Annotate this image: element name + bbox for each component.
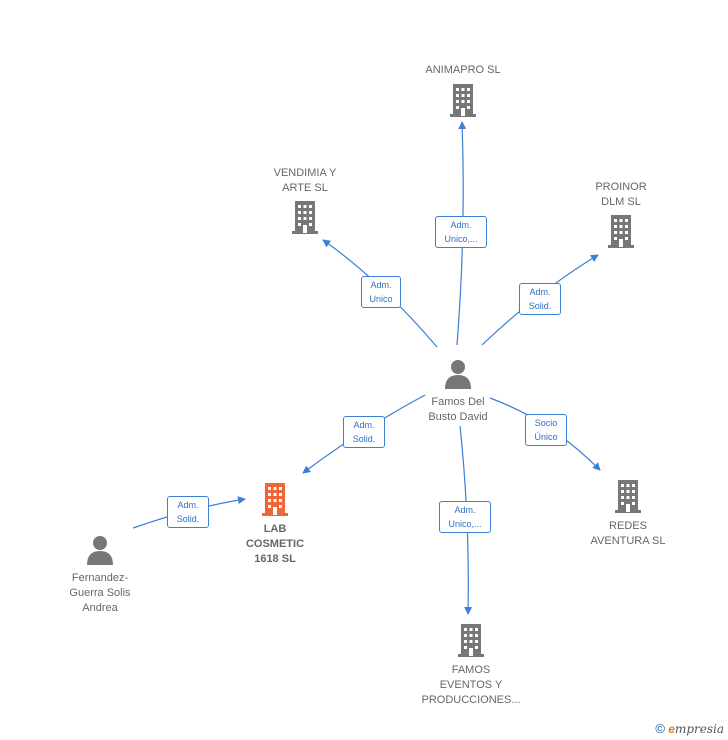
edge-label-to-vendimia[interactable]: Adm. Unico — [361, 276, 401, 308]
edge-label-to-animapro[interactable]: Adm. Unico,... — [435, 216, 487, 248]
node-famos-david[interactable]: Famos Del Busto David — [405, 356, 511, 425]
node-proinor-label-2: DLM SL — [601, 196, 641, 208]
edge-label-line-1: Adm. — [353, 420, 375, 430]
edge-label-line-2: Unico,... — [444, 234, 478, 244]
footer-brand: © empresia — [655, 721, 724, 736]
edge-label-line-1: Adm. — [450, 220, 472, 230]
node-redes-label-2: AVENTURA SL — [590, 535, 666, 547]
edge-label-line-2: Unico — [369, 294, 393, 304]
edge-label-line-1: Adm. — [177, 500, 199, 510]
person-icon — [87, 536, 113, 565]
brand-logo-initial: e — [668, 722, 675, 736]
node-redes-label-1: REDES — [609, 520, 647, 532]
building-icon — [262, 483, 288, 516]
node-vendimia-label-1: VENDIMIA Y — [273, 167, 337, 179]
node-fernandez-label-3: Andrea — [82, 602, 118, 614]
building-icon — [608, 215, 634, 248]
node-redes[interactable]: REDES AVENTURA SL — [576, 478, 680, 549]
edge-label-to-lab[interactable]: Adm. Solid. — [343, 416, 385, 448]
person-icon — [445, 360, 471, 389]
edge-label-line-2: Solid. — [176, 514, 200, 524]
node-fernandez-label-1: Fernandez- — [71, 572, 129, 584]
node-fernandez[interactable]: Fernandez- Guerra Solis Andrea — [50, 532, 150, 616]
node-famos-david-label-2: Busto David — [428, 411, 488, 423]
edge-label-fernandez-to-lab[interactable]: Adm. Solid. — [167, 496, 209, 528]
edge-label-line-1: Socio — [534, 418, 558, 428]
node-fernandez-label-2: Guerra Solis — [69, 587, 131, 599]
building-icon — [458, 624, 484, 657]
node-proinor[interactable]: PROINOR DLM SL — [571, 180, 671, 254]
edge-label-line-2: Solid. — [352, 434, 376, 444]
node-proinor-label-1: PROINOR — [595, 181, 647, 193]
edge-label-to-eventos[interactable]: Adm. Unico,... — [439, 501, 491, 533]
edge-label-line-2: Solid. — [528, 301, 552, 311]
node-famos-eventos-label-1: FAMOS — [451, 664, 491, 676]
node-famos-david-label-1: Famos Del — [431, 396, 485, 408]
building-icon — [450, 84, 476, 117]
copyright-symbol: © — [655, 721, 665, 736]
node-lab-cosmetic[interactable]: LAB COSMETIC 1618 SL — [235, 481, 315, 567]
building-icon — [615, 480, 641, 513]
node-animapro-label: ANIMAPRO SL — [425, 64, 501, 76]
edge-label-to-redes[interactable]: Socio Único — [525, 414, 567, 446]
edge-label-line-2: Unico,... — [448, 519, 482, 529]
building-icon — [292, 201, 318, 234]
brand-logo-name: mpresia — [674, 722, 724, 736]
edge-label-to-proinor[interactable]: Adm. Solid. — [519, 283, 561, 315]
node-famos-eventos[interactable]: FAMOS EVENTOS Y PRODUCCIONES... — [408, 622, 534, 708]
edge-label-line-1: Adm. — [370, 280, 392, 290]
node-lab-cosmetic-label-3: 1618 SL — [254, 553, 296, 565]
node-famos-eventos-label-3: PRODUCCIONES... — [421, 694, 521, 706]
node-lab-cosmetic-label-2: COSMETIC — [245, 538, 305, 550]
edge-label-line-1: Adm. — [454, 505, 476, 515]
node-famos-eventos-label-2: EVENTOS Y — [439, 679, 503, 691]
node-lab-cosmetic-label-1: LAB — [263, 523, 287, 535]
edge-label-line-1: Adm. — [529, 287, 551, 297]
node-animapro[interactable]: ANIMAPRO SL — [413, 63, 513, 123]
edge-label-line-2: Único — [534, 432, 558, 442]
node-vendimia[interactable]: VENDIMIA Y ARTE SL — [255, 166, 355, 240]
node-vendimia-label-2: ARTE SL — [282, 182, 328, 194]
